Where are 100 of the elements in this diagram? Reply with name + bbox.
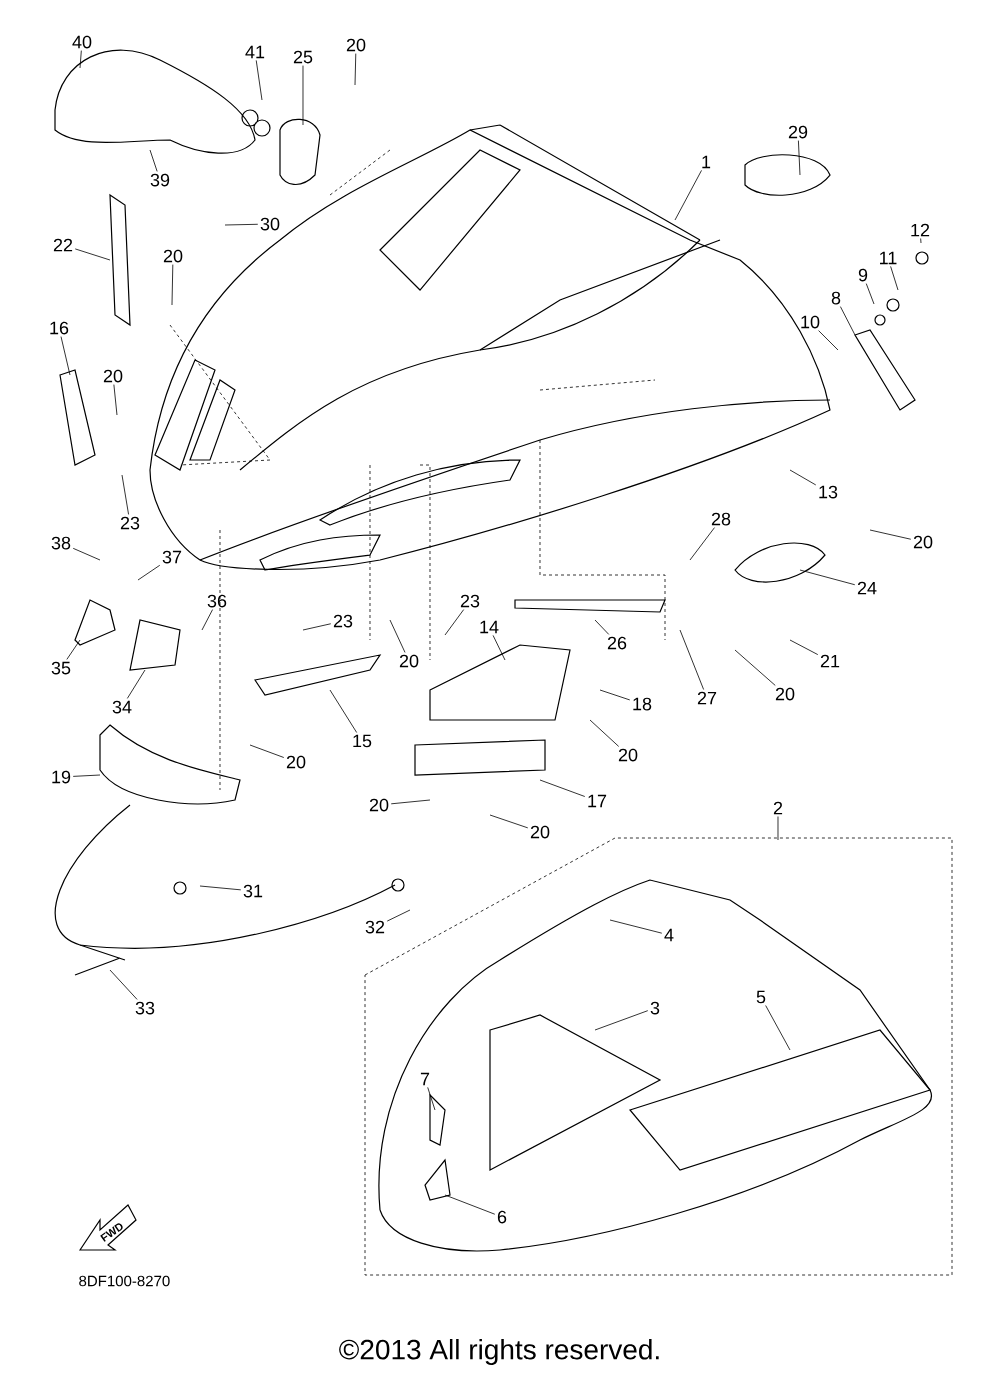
- callout-number: 38: [51, 536, 71, 550]
- callout-number: 13: [819, 485, 838, 499]
- leader-line: [66, 639, 81, 660]
- leader-line: [60, 336, 71, 376]
- leader-line: [798, 140, 801, 176]
- leader-line: [72, 774, 101, 777]
- leader-line: [126, 669, 146, 699]
- callout-number: 19: [52, 770, 71, 784]
- callout-number: 20: [103, 369, 123, 383]
- callout-number: 11: [880, 251, 897, 265]
- leader-line: [679, 629, 705, 690]
- leader-line: [765, 1005, 791, 1051]
- leader-line: [302, 623, 332, 631]
- callout-number: 22: [53, 238, 73, 252]
- leader-line: [389, 619, 406, 653]
- callout-number: 41: [245, 45, 265, 59]
- leader-line: [594, 619, 610, 635]
- leader-line: [390, 799, 431, 805]
- leader-line: [74, 248, 111, 261]
- callout-number: 5: [756, 990, 766, 1004]
- leader-line: [224, 223, 259, 226]
- leader-line: [890, 266, 899, 291]
- leader-line: [255, 60, 263, 101]
- callout-number: 23: [333, 614, 353, 628]
- copyright-notice: ©2013 All rights reserved.: [339, 1338, 659, 1366]
- callout-number: 3: [650, 1001, 660, 1015]
- callout-number: 7: [420, 1072, 430, 1086]
- leader-line: [489, 814, 529, 829]
- leader-line: [249, 744, 285, 758]
- leader-line: [121, 474, 129, 515]
- callout-number: 9: [858, 268, 868, 282]
- callout-number: 16: [50, 321, 69, 335]
- leader-line: [689, 527, 715, 561]
- leader-line: [386, 909, 411, 922]
- callout-number: 23: [460, 594, 480, 608]
- leader-line: [79, 50, 82, 69]
- callout-number: 36: [207, 594, 227, 608]
- callout-number: 8: [831, 291, 841, 305]
- callout-number: 34: [112, 700, 132, 714]
- callout-number: 15: [353, 734, 372, 748]
- leader-line: [920, 238, 922, 244]
- leader-line: [818, 330, 839, 351]
- callout-number: 1: [702, 155, 711, 169]
- leader-line: [427, 1087, 436, 1111]
- callout-number: 20: [163, 249, 183, 263]
- callout-number: 31: [243, 884, 263, 898]
- callout-number: 37: [162, 550, 182, 564]
- leader-line: [201, 609, 213, 631]
- leader-line: [734, 649, 776, 686]
- leader-line: [444, 609, 465, 636]
- callout-number: 23: [120, 516, 140, 530]
- leader-line: [109, 969, 138, 1000]
- leader-line: [594, 1010, 649, 1031]
- leader-line: [599, 689, 631, 701]
- callout-number: 20: [369, 798, 389, 812]
- callout-number: 30: [260, 217, 280, 231]
- callout-number: 6: [497, 1210, 507, 1224]
- callout-number: 4: [664, 928, 674, 942]
- leader-line: [799, 569, 856, 586]
- leader-line: [777, 816, 779, 841]
- leader-line: [840, 306, 856, 336]
- leader-line: [199, 885, 242, 891]
- callout-number: 20: [775, 687, 795, 701]
- callout-number: 39: [150, 173, 170, 187]
- callout-number: 10: [801, 315, 820, 329]
- callout-number: 12: [911, 223, 930, 237]
- callout-number: 25: [293, 50, 313, 64]
- leader-line: [302, 65, 304, 126]
- callout-number: 28: [711, 512, 731, 526]
- leader-line: [137, 564, 161, 581]
- callout-number: 2: [773, 801, 783, 815]
- leader-line: [869, 529, 912, 540]
- leader-line: [329, 689, 358, 733]
- callout-number: 21: [820, 654, 840, 668]
- leader-line: [492, 635, 506, 661]
- leader-line: [865, 283, 875, 305]
- callout-number: 17: [588, 794, 607, 808]
- leader-line: [609, 919, 663, 934]
- callout-number: 40: [72, 35, 92, 49]
- leader-line: [789, 469, 817, 486]
- callout-number: 20: [346, 38, 366, 52]
- leader-line: [589, 719, 620, 747]
- leader-line: [149, 149, 158, 172]
- leader-line: [72, 547, 101, 561]
- leader-line: [354, 53, 357, 86]
- callout-number: 20: [618, 748, 638, 762]
- callout-number: 24: [857, 581, 877, 595]
- callout-number: 14: [480, 620, 499, 634]
- callout-number: 18: [633, 697, 652, 711]
- callout-number: 26: [607, 636, 627, 650]
- leader-line: [113, 384, 118, 416]
- callout-number: 35: [51, 661, 71, 675]
- leader-line: [674, 170, 702, 221]
- callout-number: 20: [399, 654, 419, 668]
- leader-line: [539, 779, 586, 797]
- leader-line: [171, 264, 174, 306]
- callout-number: 20: [286, 755, 306, 769]
- leader-line: [444, 1194, 496, 1215]
- callout-number: 29: [788, 125, 808, 139]
- callout-number: 20: [530, 825, 550, 839]
